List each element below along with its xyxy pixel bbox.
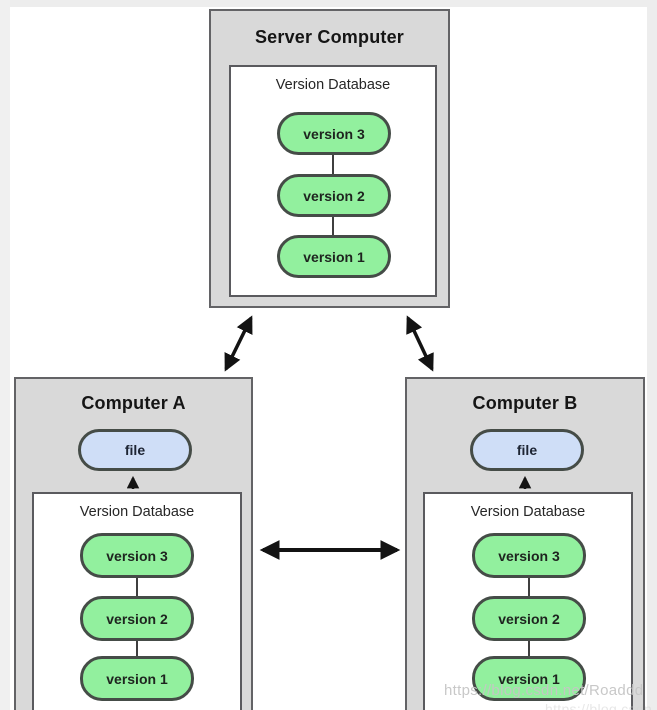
- page-edge-top: [0, 0, 657, 7]
- computer-b-version-2-pill: version 2: [472, 596, 586, 641]
- computer-a-version-database-label: Version Database: [79, 504, 195, 520]
- server-version-3-pill: version 3: [277, 112, 391, 155]
- server-computer-box: Server Computer Version Database version…: [209, 9, 450, 308]
- computer-a-title: Computer A: [81, 393, 186, 413]
- computer-b-box: Computer B file Version Database version…: [405, 377, 645, 710]
- server-version-1-pill: version 1: [277, 235, 391, 278]
- sync-arrow-server-computer-b: [406, 315, 434, 372]
- computer-b-version-1-pill: version 1: [472, 656, 586, 701]
- csdn-watermark-faint: https://blog.csdn.net/Roaddd: [545, 701, 657, 710]
- server-computer-title: Server Computer: [254, 27, 405, 47]
- server-version-database-box: Version Database version 3 version 2 ver…: [229, 65, 437, 297]
- computer-b-version-database-label: Version Database: [470, 504, 586, 520]
- computer-a-version-1-pill: version 1: [80, 656, 194, 701]
- page-edge-left: [0, 0, 10, 710]
- computer-a-box: Computer A file Version Database version…: [14, 377, 253, 710]
- sync-arrow-server-computer-a: [224, 315, 253, 372]
- csdn-watermark: https://blog.csdn.net/Roaddd: [444, 682, 644, 699]
- computer-b-version-3-pill: version 3: [472, 533, 586, 578]
- computer-b-title: Computer B: [472, 393, 578, 413]
- computer-a-version-2-pill: version 2: [80, 596, 194, 641]
- computer-a-version-3-pill: version 3: [80, 533, 194, 578]
- server-version-2-pill: version 2: [277, 174, 391, 217]
- computer-b-version-database-box: Version Database version 3 version 2 ver…: [423, 492, 633, 710]
- computer-b-file-pill: file: [470, 429, 584, 471]
- computer-a-file-pill: file: [78, 429, 192, 471]
- computer-a-version-database-box: Version Database version 3 version 2 ver…: [32, 492, 242, 710]
- page-edge-right: [647, 0, 657, 710]
- server-version-database-label: Version Database: [275, 77, 391, 93]
